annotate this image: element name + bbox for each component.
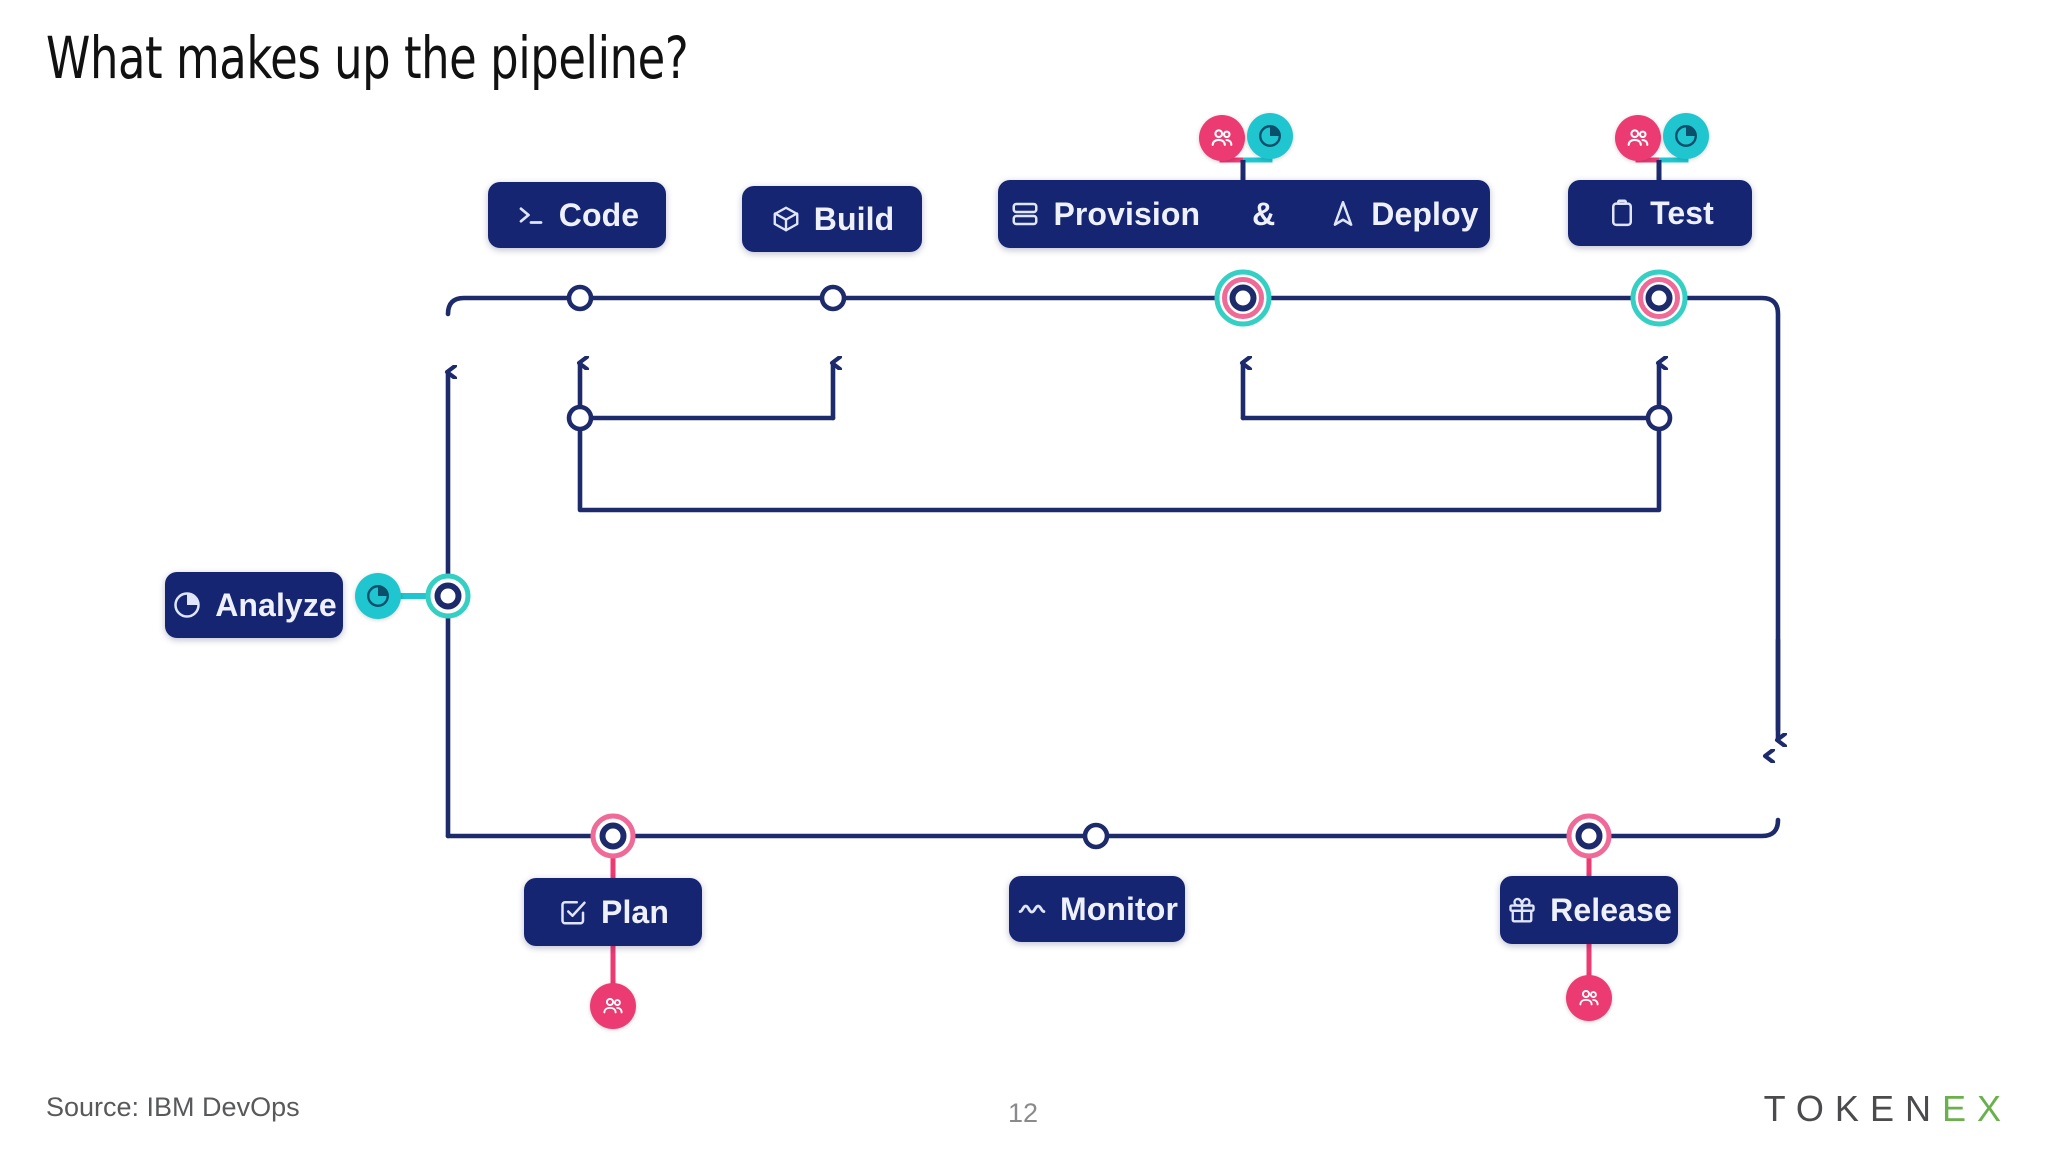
node-test-ring bbox=[1630, 269, 1688, 327]
logo-text-dark: TOKEN bbox=[1763, 1088, 1942, 1129]
badge-people-test[interactable] bbox=[1615, 115, 1661, 161]
node-build bbox=[819, 284, 847, 312]
stage-release[interactable]: Release bbox=[1500, 876, 1678, 944]
stage-label: Plan bbox=[601, 894, 669, 930]
node-provision-ring bbox=[1214, 269, 1272, 327]
bottom-rail bbox=[445, 817, 1781, 839]
badge-people-release[interactable] bbox=[1566, 975, 1612, 1021]
outer-loop bbox=[577, 415, 1662, 513]
stage-label: Release bbox=[1550, 892, 1672, 928]
tokenex-logo: TOKENEX bbox=[1764, 1088, 2012, 1130]
stage-label: Build bbox=[813, 201, 895, 237]
node-loop-left-junction bbox=[566, 404, 594, 432]
pulse-wave-icon bbox=[1016, 893, 1048, 925]
server-stack-icon bbox=[1009, 198, 1041, 230]
badge-analytics-provision[interactable] bbox=[1247, 113, 1293, 159]
clipboard-icon bbox=[1606, 197, 1638, 229]
node-monitor bbox=[1082, 822, 1110, 850]
stage-build[interactable]: Build bbox=[742, 186, 922, 252]
stage-plan[interactable]: Plan bbox=[524, 878, 702, 946]
stage-label-provision: Provision bbox=[1053, 196, 1201, 232]
stage-provision-deploy[interactable]: Provision & Deploy bbox=[998, 180, 1490, 248]
terminal-prompt-icon bbox=[515, 199, 547, 231]
badge-analytics-test[interactable] bbox=[1663, 113, 1709, 159]
stage-code[interactable]: Code bbox=[488, 182, 666, 248]
stage-analyze[interactable]: Analyze bbox=[165, 572, 343, 638]
logo-text-accent: EX bbox=[1941, 1088, 2012, 1129]
badge-analytics-analyze[interactable] bbox=[355, 573, 401, 619]
node-release-ring bbox=[1566, 813, 1612, 859]
pie-chart-icon bbox=[171, 589, 203, 621]
stage-label: Code bbox=[558, 197, 640, 233]
stage-label: Test bbox=[1650, 195, 1714, 231]
package-box-icon bbox=[770, 203, 802, 235]
node-code bbox=[566, 284, 594, 312]
node-plan-ring bbox=[590, 813, 636, 859]
stage-label: Monitor bbox=[1060, 891, 1178, 927]
page-number: 12 bbox=[1008, 1098, 1039, 1128]
node-loop-right-junction bbox=[1645, 404, 1673, 432]
stage-test[interactable]: Test bbox=[1568, 180, 1752, 246]
top-rail bbox=[445, 295, 1781, 733]
stage-label: Analyze bbox=[215, 587, 337, 623]
stage-monitor[interactable]: Monitor bbox=[1009, 876, 1185, 942]
source-note: Source: IBM DevOps bbox=[46, 1092, 300, 1122]
rocket-arrow-icon bbox=[1327, 198, 1359, 230]
badge-people-plan[interactable] bbox=[590, 983, 636, 1029]
page-title: What makes up the pipeline? bbox=[46, 24, 689, 92]
ampersand-connector: & bbox=[1252, 195, 1276, 232]
badge-people-provision[interactable] bbox=[1199, 115, 1245, 161]
stage-label-deploy: Deploy bbox=[1371, 196, 1479, 232]
checklist-icon bbox=[557, 896, 589, 928]
gift-box-icon bbox=[1506, 894, 1538, 926]
